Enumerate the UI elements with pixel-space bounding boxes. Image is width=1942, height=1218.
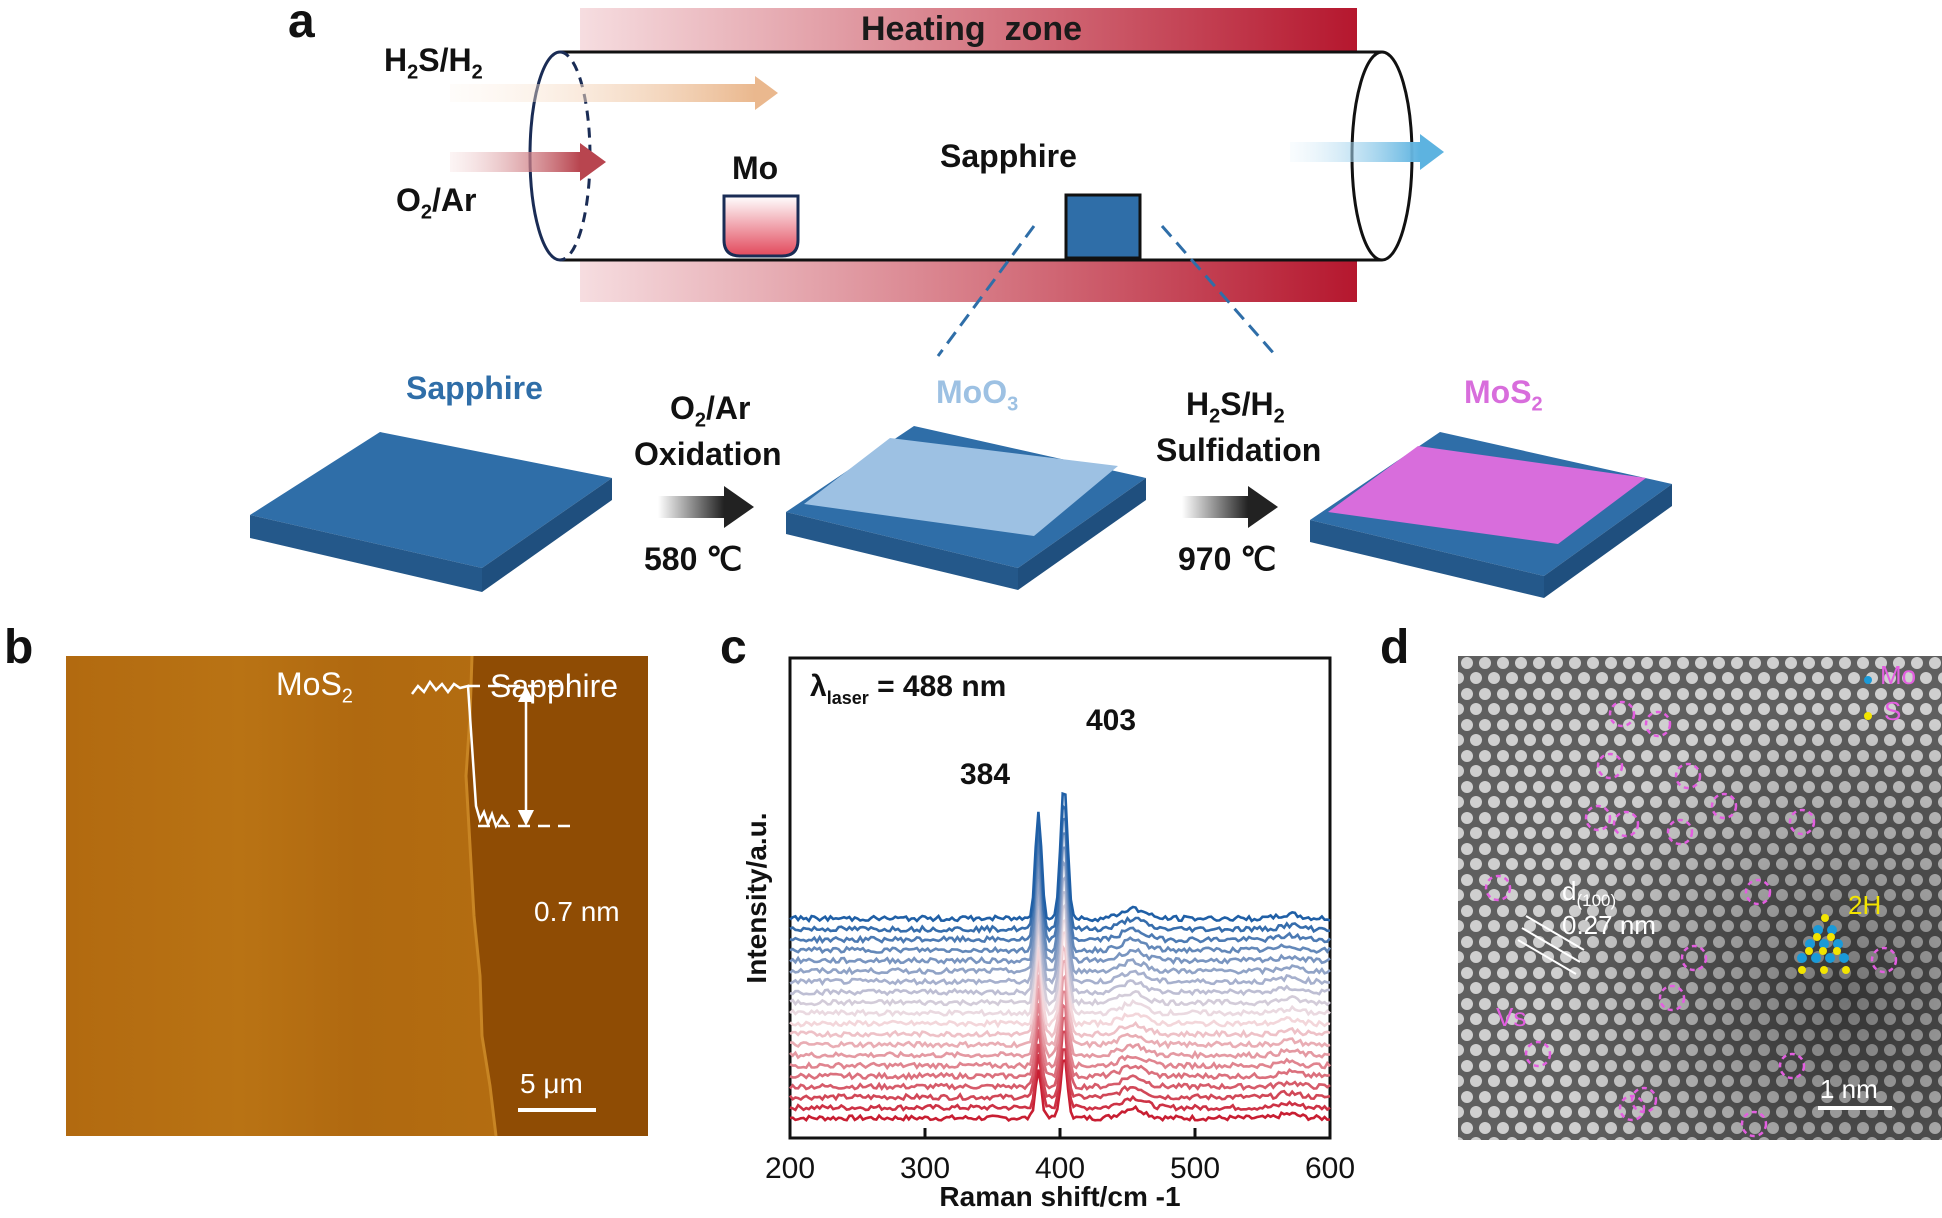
peak-label-384: 384 bbox=[960, 758, 1010, 791]
stem-image bbox=[1458, 656, 1942, 1140]
process-arrow-2 bbox=[1182, 486, 1278, 528]
phase-2h-label: 2H bbox=[1848, 890, 1882, 920]
heating-zone-label: Heating zone bbox=[861, 10, 1083, 48]
afm-step-height: 0.7 nm bbox=[534, 896, 620, 927]
arrow-o2-inflow bbox=[450, 143, 606, 181]
x-tick-label: 300 bbox=[900, 1152, 950, 1185]
substrate-sapphire bbox=[250, 432, 612, 592]
heating-zone-top-band bbox=[580, 8, 1357, 52]
x-tick-label: 400 bbox=[1035, 1152, 1085, 1185]
raman-series-line bbox=[789, 791, 1331, 924]
arrow-outflow bbox=[1290, 134, 1444, 170]
raman-series-line bbox=[788, 1030, 1331, 1102]
step2-process: Sulfidation bbox=[1156, 432, 1322, 468]
x-tick-label: 500 bbox=[1170, 1152, 1220, 1185]
y-axis-label: Intensity/a.u. bbox=[741, 812, 772, 983]
mo-source-label: Mo bbox=[732, 150, 779, 186]
sapphire-substrate-tube bbox=[1064, 193, 1142, 260]
mo-boat bbox=[722, 194, 800, 258]
vacancy-label: Vs bbox=[1496, 1002, 1527, 1032]
panel-letter-c: c bbox=[720, 621, 747, 674]
raman-series-line bbox=[789, 1048, 1331, 1112]
peak-label-403: 403 bbox=[1086, 704, 1136, 737]
vacancy-markers bbox=[1484, 700, 1898, 1138]
step1-gas: O2/Ar bbox=[670, 390, 751, 432]
x-axis-label: Raman shift/cm -1 bbox=[939, 1181, 1180, 1212]
gas-label-o2-ar: O2/Ar bbox=[396, 182, 477, 224]
legend-mo-label: Mo bbox=[1880, 660, 1917, 690]
2h-atom-model bbox=[1797, 914, 1850, 974]
d-spacing-value: 0.27 nm bbox=[1562, 910, 1656, 940]
step2-gas: H2S/H2 bbox=[1186, 386, 1285, 428]
afm-image bbox=[66, 655, 648, 1137]
step1-process: Oxidation bbox=[634, 436, 782, 472]
step2-temperature: 970 ℃ bbox=[1178, 541, 1277, 577]
x-tick-label: 200 bbox=[765, 1152, 815, 1185]
process-arrow-1 bbox=[658, 486, 754, 528]
arrow-h2s-inflow bbox=[450, 76, 778, 110]
raman-chart: 200 300 400 500 600 Intensity/a.u. Raman shi… bbox=[741, 656, 1355, 1212]
legend-mo-dot bbox=[1864, 676, 1872, 684]
panel-letter-a: a bbox=[288, 0, 315, 48]
annotation-laser: λlaser = 488 nm bbox=[810, 670, 1006, 708]
stage-label-sapphire: Sapphire bbox=[406, 370, 543, 406]
raman-series-line bbox=[789, 1002, 1331, 1081]
step1-temperature: 580 ℃ bbox=[644, 541, 743, 577]
panel-a-diagram bbox=[250, 8, 1672, 598]
legend-s-label: S bbox=[1884, 696, 1902, 726]
heating-zone-bottom-band bbox=[580, 260, 1357, 302]
substrate-mos2 bbox=[1310, 432, 1672, 598]
afm-scale-label: 5 μm bbox=[520, 1068, 583, 1099]
raman-series-line bbox=[789, 1058, 1331, 1123]
stage-label-mos2: MoS2 bbox=[1464, 374, 1543, 416]
sapphire-tube-label: Sapphire bbox=[940, 138, 1077, 174]
fringe-lines bbox=[1517, 915, 1585, 975]
substrate-moo3 bbox=[786, 426, 1146, 590]
gas-label-h2s-h2: H2S/H2 bbox=[384, 42, 483, 84]
stem-scale-label: 1 nm bbox=[1820, 1074, 1878, 1104]
afm-label-sapphire: Sapphire bbox=[490, 668, 619, 704]
d-spacing-label: d(100) bbox=[1562, 876, 1617, 911]
afm-label-mos2: MoS2 bbox=[276, 666, 353, 708]
panel-letter-b: b bbox=[4, 621, 34, 674]
x-tick-label: 600 bbox=[1305, 1152, 1355, 1185]
stage-label-moo3: MoO3 bbox=[936, 374, 1019, 416]
legend-s-dot bbox=[1864, 712, 1872, 720]
panel-letter-d: d bbox=[1380, 621, 1410, 674]
